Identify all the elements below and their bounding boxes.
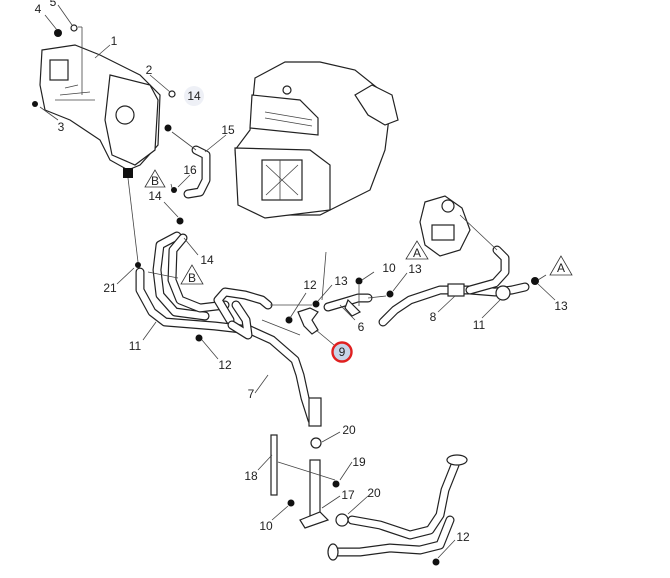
bolt-3 <box>32 101 38 107</box>
callout-20[interactable]: 20 <box>342 423 356 437</box>
callout-14[interactable]: 14 <box>200 253 214 267</box>
callout-14[interactable]: 14 <box>187 89 201 103</box>
bolt-10a <box>355 277 363 285</box>
callout-16[interactable]: 16 <box>183 163 197 177</box>
lower-hose[interactable] <box>327 454 468 561</box>
callout-15[interactable]: 15 <box>221 123 235 137</box>
callout-2[interactable]: 2 <box>146 63 153 77</box>
ref-triangle-a2: A <box>549 255 573 276</box>
hvac-module[interactable] <box>234 61 399 219</box>
callout-11[interactable]: 11 <box>129 339 142 353</box>
callout-14[interactable]: 14 <box>148 189 162 203</box>
svg-text:A: A <box>557 261 565 275</box>
callout-20[interactable]: 20 <box>367 486 381 500</box>
hose-15[interactable] <box>183 145 211 199</box>
clamp-20a <box>310 437 322 449</box>
callout-13[interactable]: 13 <box>334 274 348 288</box>
valve-unit[interactable] <box>419 195 471 257</box>
ref-triangle-a1: A <box>405 240 429 260</box>
part-1-heater-unit[interactable] <box>39 44 161 178</box>
hose-11-left[interactable] <box>135 231 317 425</box>
callout-18[interactable]: 18 <box>244 469 258 483</box>
svg-text:B: B <box>188 271 196 285</box>
clamp-14b <box>176 217 184 225</box>
callout-13[interactable]: 13 <box>554 299 568 313</box>
callout-17[interactable]: 17 <box>341 488 355 502</box>
callout-4[interactable]: 4 <box>35 2 42 16</box>
hose-8[interactable] <box>378 245 530 327</box>
callout-10[interactable]: 10 <box>259 519 273 533</box>
hose-7[interactable] <box>213 287 273 340</box>
pipe-17[interactable] <box>299 397 330 529</box>
svg-text:A: A <box>413 246 421 260</box>
callout-11[interactable]: 11 <box>473 318 486 332</box>
bracket-9[interactable] <box>297 307 319 335</box>
clamp-21 <box>135 262 141 268</box>
clamp-12a <box>195 334 203 342</box>
callout-8[interactable]: 8 <box>430 310 437 324</box>
callout-14-halo <box>184 86 204 106</box>
callout-5[interactable]: 5 <box>50 0 57 9</box>
clamp-13a <box>312 300 320 308</box>
pipe-6[interactable] <box>323 293 373 317</box>
callout-10[interactable]: 10 <box>382 261 396 275</box>
callout-1[interactable]: 1 <box>111 34 118 48</box>
ref-triangle-b2: B <box>180 264 204 285</box>
clamp-13c <box>531 277 539 285</box>
clamp-12c <box>432 558 440 566</box>
ref-triangle-b1: B <box>144 169 166 188</box>
bolt-10b <box>287 499 295 507</box>
clamp-13b <box>386 290 394 298</box>
callout-3[interactable]: 3 <box>58 120 65 134</box>
leader-lines <box>39 4 556 559</box>
clamp-16 <box>171 187 177 193</box>
callout-19[interactable]: 19 <box>352 455 366 469</box>
svg-text:B: B <box>151 174 159 188</box>
clamp-12b <box>285 316 293 324</box>
callout-9-selected[interactable]: 9 <box>331 341 353 363</box>
callout-13[interactable]: 13 <box>408 262 422 276</box>
bolt-5 <box>70 24 78 32</box>
bolt-2 <box>168 90 176 98</box>
clamp-20b <box>335 513 349 527</box>
callout-21[interactable]: 21 <box>103 281 117 295</box>
callout-12[interactable]: 12 <box>218 358 232 372</box>
bolt-19 <box>332 480 340 488</box>
bracket-18[interactable] <box>270 434 278 496</box>
callout-7[interactable]: 7 <box>248 387 255 401</box>
callout-12[interactable]: 12 <box>303 278 317 292</box>
svg-text:9: 9 <box>339 345 346 359</box>
clamp-14a <box>164 124 172 132</box>
bolt-4 <box>54 29 62 37</box>
callout-6[interactable]: 6 <box>358 320 365 334</box>
callout-12[interactable]: 12 <box>456 530 470 544</box>
